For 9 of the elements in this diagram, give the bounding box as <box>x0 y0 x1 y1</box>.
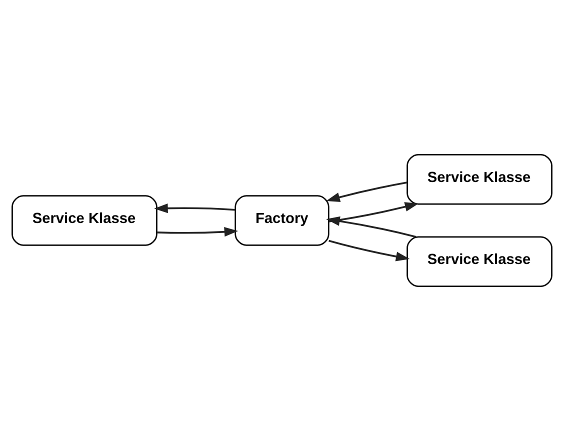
node-box: Factory <box>234 194 330 246</box>
arrow <box>154 202 236 213</box>
node-box: Service Klasse <box>406 153 552 204</box>
node-box: Service Klasse <box>12 194 158 246</box>
arrow <box>156 226 238 236</box>
arrow <box>328 239 410 261</box>
node-box: Service Klasse <box>406 236 552 287</box>
arrow <box>328 202 419 222</box>
arrow <box>326 181 408 202</box>
